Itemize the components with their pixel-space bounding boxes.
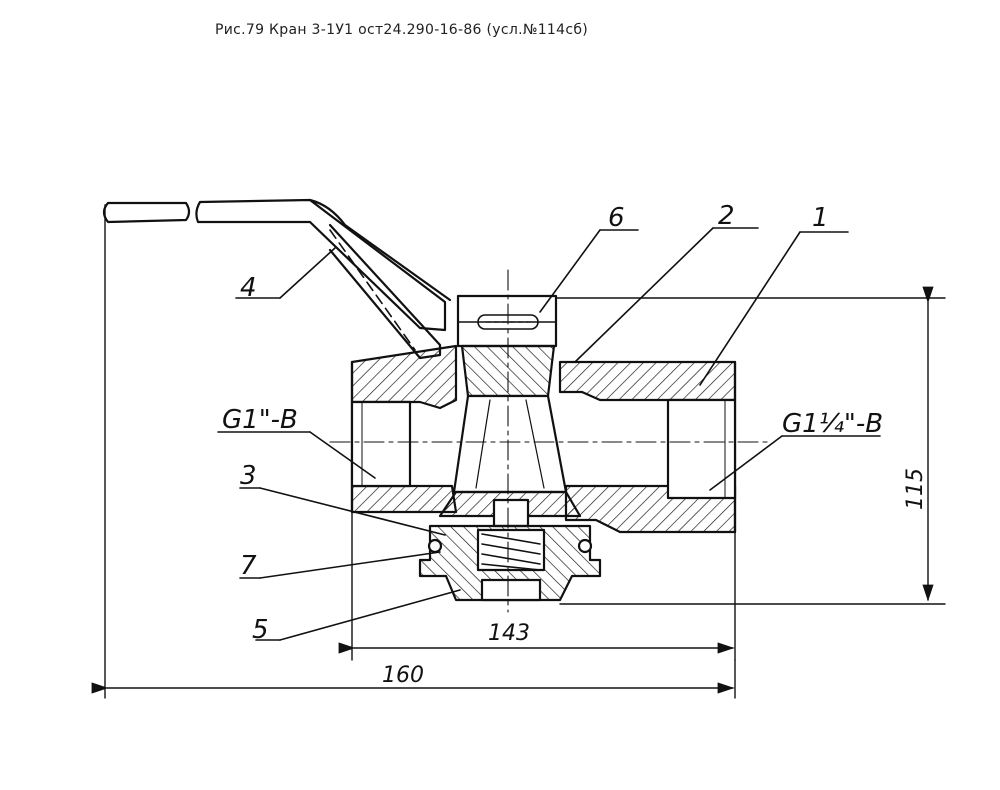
part-label-6: 6 (608, 203, 625, 233)
bottom-cap (418, 490, 602, 602)
dimension-overall-length: 160 (382, 663, 424, 688)
thread-label-left: G1"-B (222, 405, 298, 435)
valve-body (350, 344, 737, 534)
handle-lever (102, 198, 452, 360)
dimension-height: 115 (903, 468, 928, 510)
part-label-7: 7 (240, 551, 257, 581)
figure-caption: Рис.79 Кран 3-1У1 ост24.290-16-86 (усл.№… (215, 22, 589, 38)
part-label-3: 3 (240, 461, 257, 491)
dimension-body-length: 143 (488, 621, 530, 646)
part-label-1: 1 (812, 203, 829, 233)
part-label-5: 5 (252, 615, 269, 645)
leader-lines (217, 227, 881, 641)
part-label-4: 4 (240, 273, 257, 303)
thread-label-right: G1¼"-B (782, 409, 883, 439)
dimension-lines (91, 204, 946, 699)
part-label-2: 2 (718, 201, 735, 231)
conical-plug (452, 344, 568, 494)
top-nut (456, 294, 558, 348)
